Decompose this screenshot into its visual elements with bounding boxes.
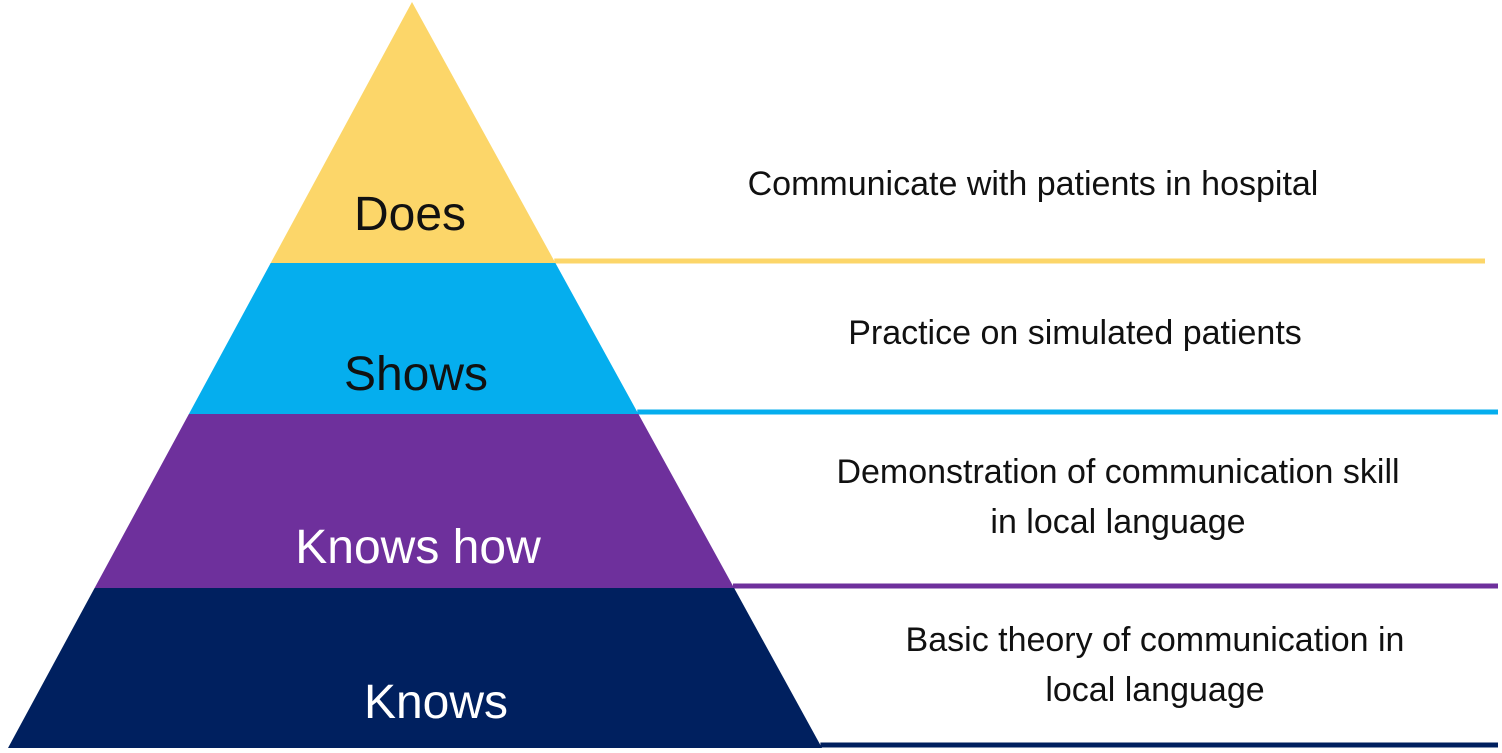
band-shows — [188, 263, 639, 414]
level-shows: Shows Practice on simulated patients — [188, 263, 1498, 415]
description-does-line-1: Communicate with patients in hospital — [748, 165, 1319, 203]
level-does: Does Communicate with patients in hospit… — [270, 2, 1485, 264]
description-knows-line-1: Basic theory of communication in — [906, 621, 1405, 659]
level-label-shows: Shows — [344, 348, 488, 401]
description-knows-line-2: local language — [1045, 671, 1264, 709]
description-knows-how-line-1: Demonstration of communication skill — [836, 453, 1399, 491]
level-knows: Knows Basic theory of communication in l… — [8, 588, 1498, 748]
level-label-does: Does — [354, 188, 466, 241]
description-shows-line-1: Practice on simulated patients — [848, 314, 1302, 352]
level-knows-how: Knows how Demonstration of communication… — [94, 414, 1498, 589]
band-knows — [8, 588, 822, 748]
band-knows-how — [94, 414, 735, 588]
band-does — [270, 2, 556, 263]
level-label-knows-how: Knows how — [295, 521, 541, 574]
description-knows-how-line-2: in local language — [990, 503, 1245, 541]
level-label-knows: Knows — [364, 676, 508, 729]
